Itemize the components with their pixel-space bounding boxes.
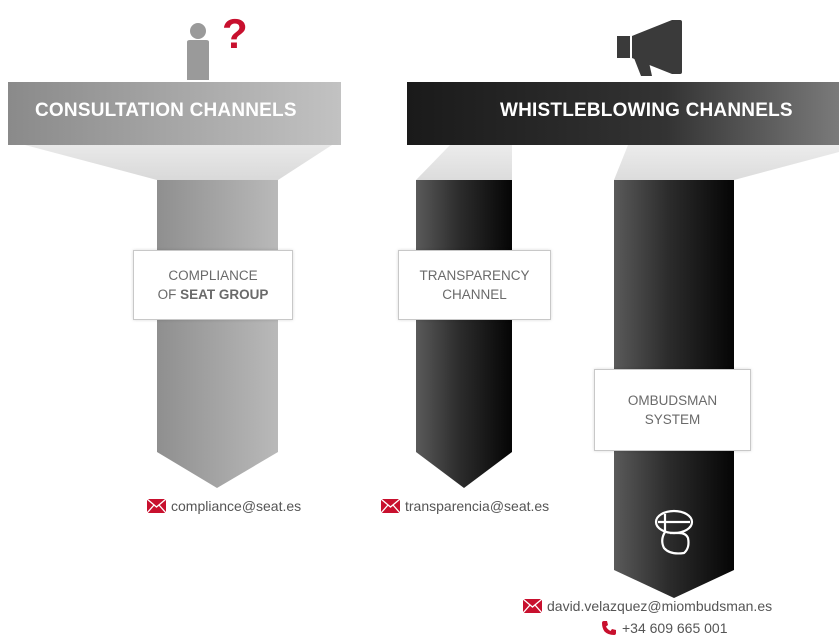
transparency-column-arrow — [416, 180, 512, 488]
compliance-box-line2: OF SEAT GROUP — [158, 285, 269, 304]
consultation-funnel — [25, 145, 332, 180]
transparency-box-line1: TRANSPARENCY — [419, 268, 530, 283]
consultation-banner — [8, 82, 341, 145]
ombudsman-box-line2: SYSTEM — [644, 412, 701, 427]
compliance-box-line2-bold: SEAT GROUP — [180, 287, 269, 302]
megaphone-icon — [617, 20, 682, 76]
mail-icon — [523, 599, 542, 613]
mail-icon — [381, 499, 400, 513]
ombudsman-phone-text: +34 609 665 001 — [622, 620, 728, 636]
transparency-email[interactable]: transparencia@seat.es — [381, 498, 549, 514]
ombudsman-phone[interactable]: +34 609 665 001 — [601, 620, 728, 636]
compliance-box: COMPLIANCE OF SEAT GROUP — [133, 250, 293, 320]
whistleblowing-banner-title: WHISTLEBLOWING CHANNELS — [500, 100, 793, 121]
ombudsman-email[interactable]: david.velazquez@miombudsman.es — [523, 598, 772, 614]
consultation-banner-title: CONSULTATION CHANNELS — [35, 100, 297, 121]
transparency-email-text: transparencia@seat.es — [405, 498, 550, 514]
phone-icon — [602, 621, 616, 635]
ombudsman-funnel — [614, 145, 839, 180]
transparency-box-line2: CHANNEL — [442, 287, 507, 302]
svg-text:?: ? — [222, 10, 248, 57]
mail-icon — [147, 499, 166, 513]
person-question-icon: ? — [187, 10, 248, 80]
transparency-box: TRANSPARENCY CHANNEL — [398, 250, 551, 320]
compliance-email-text: compliance@seat.es — [171, 498, 302, 514]
ombudsman-box-line1: OMBUDSMAN — [627, 393, 718, 408]
ombudsman-box: OMBUDSMAN SYSTEM — [594, 369, 751, 451]
transparency-funnel — [416, 145, 512, 180]
compliance-box-line2-prefix: OF — [157, 287, 181, 302]
compliance-box-line1: COMPLIANCE — [168, 268, 258, 283]
whistleblowing-banner — [407, 82, 839, 145]
silence-finger-icon — [654, 509, 694, 555]
compliance-email[interactable]: compliance@seat.es — [147, 498, 301, 514]
compliance-column-arrow — [157, 180, 278, 488]
ombudsman-email-text: david.velazquez@miombudsman.es — [547, 598, 773, 614]
